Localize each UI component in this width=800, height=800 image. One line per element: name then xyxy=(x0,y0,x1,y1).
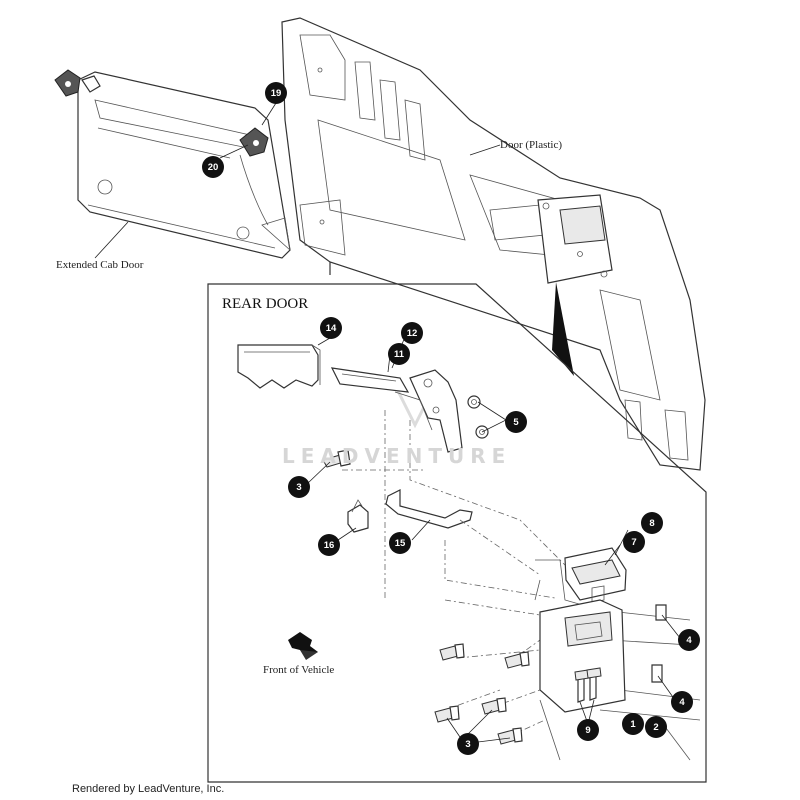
callout-20: 20 xyxy=(202,156,224,178)
callout-4-lower: 4 xyxy=(671,691,693,713)
rear-door-parts-drawing xyxy=(237,344,701,761)
callout-11: 11 xyxy=(388,343,410,365)
callout-2: 2 xyxy=(645,716,667,738)
callout-12: 12 xyxy=(401,322,423,344)
extended-cab-door-drawing xyxy=(54,69,291,259)
callout-15: 15 xyxy=(389,532,411,554)
callout-3-lower: 3 xyxy=(457,733,479,755)
callout-9: 9 xyxy=(577,719,599,741)
callout-8: 8 xyxy=(641,512,663,534)
door-plastic-label: Door (Plastic) xyxy=(500,139,563,151)
callout-5: 5 xyxy=(505,411,527,433)
front-of-vehicle-label: Front of Vehicle xyxy=(263,664,335,676)
callout-19: 19 xyxy=(265,82,287,104)
callout-14: 14 xyxy=(320,317,342,339)
rear-door-title: REAR DOOR xyxy=(222,296,309,312)
callout-7: 7 xyxy=(623,531,645,553)
rear-door-inset-frame xyxy=(207,283,707,783)
front-of-vehicle-arrow-icon xyxy=(288,632,318,660)
watermark: LEADVENTURE xyxy=(282,444,512,468)
callout-16: 16 xyxy=(318,534,340,556)
plastic-door-drawing xyxy=(281,17,706,471)
rendered-by-credit: Rendered by LeadVenture, Inc. xyxy=(72,783,225,795)
callout-1: 1 xyxy=(622,713,644,735)
extended-cab-door-label: Extended Cab Door xyxy=(56,259,144,271)
callout-3-upper: 3 xyxy=(288,476,310,498)
callout-4-upper: 4 xyxy=(678,629,700,651)
